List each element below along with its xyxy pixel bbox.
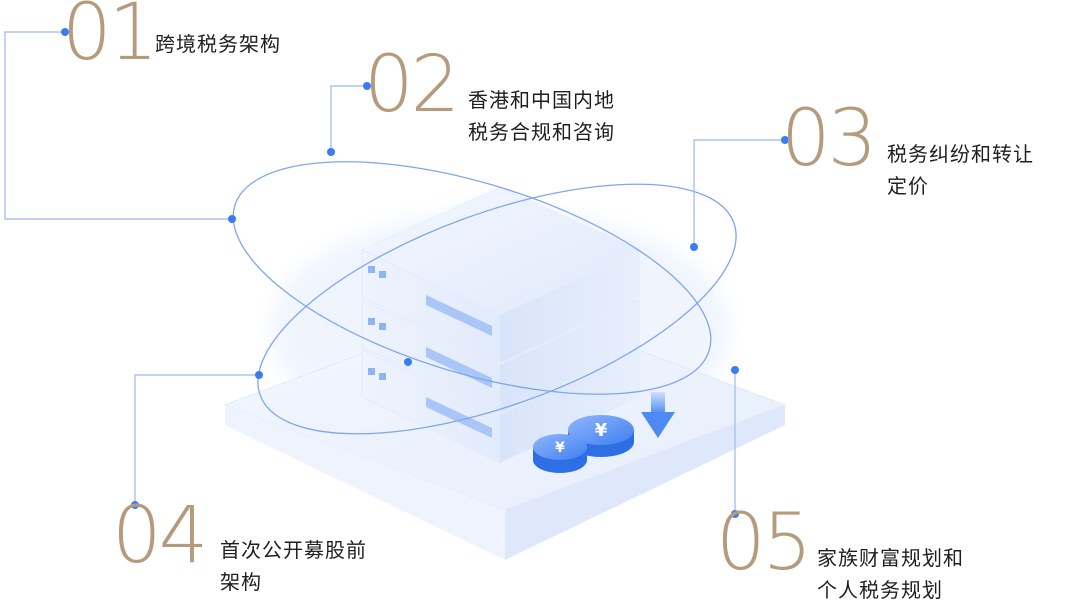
callout-lines bbox=[4, 31, 785, 514]
item-05-number: 05 bbox=[716, 498, 812, 588]
item-03-label: 税务纠纷和转让 定价 bbox=[887, 142, 1034, 198]
callout-dots bbox=[61, 28, 789, 518]
svg-text:¥: ¥ bbox=[555, 440, 565, 456]
svg-text:¥: ¥ bbox=[595, 420, 608, 441]
coin-icon: ¥ ¥ bbox=[533, 415, 634, 473]
item-04-number: 04 bbox=[112, 491, 208, 581]
item-03-number: 03 bbox=[781, 94, 877, 184]
item-01-label: 跨境税务架构 bbox=[155, 32, 281, 56]
server-stack-icon bbox=[360, 186, 642, 464]
item-02-number: 02 bbox=[364, 40, 460, 130]
item-01-number: 01 bbox=[62, 0, 158, 78]
item-02-label: 香港和中国内地 税务合规和咨询 bbox=[468, 88, 615, 144]
item-05-label: 家族财富规划和 个人税务规划 bbox=[817, 546, 964, 602]
down-arrow-icon bbox=[641, 392, 675, 438]
orbit-rings bbox=[232, 161, 737, 435]
item-04-label: 首次公开募股前 架构 bbox=[220, 538, 367, 594]
